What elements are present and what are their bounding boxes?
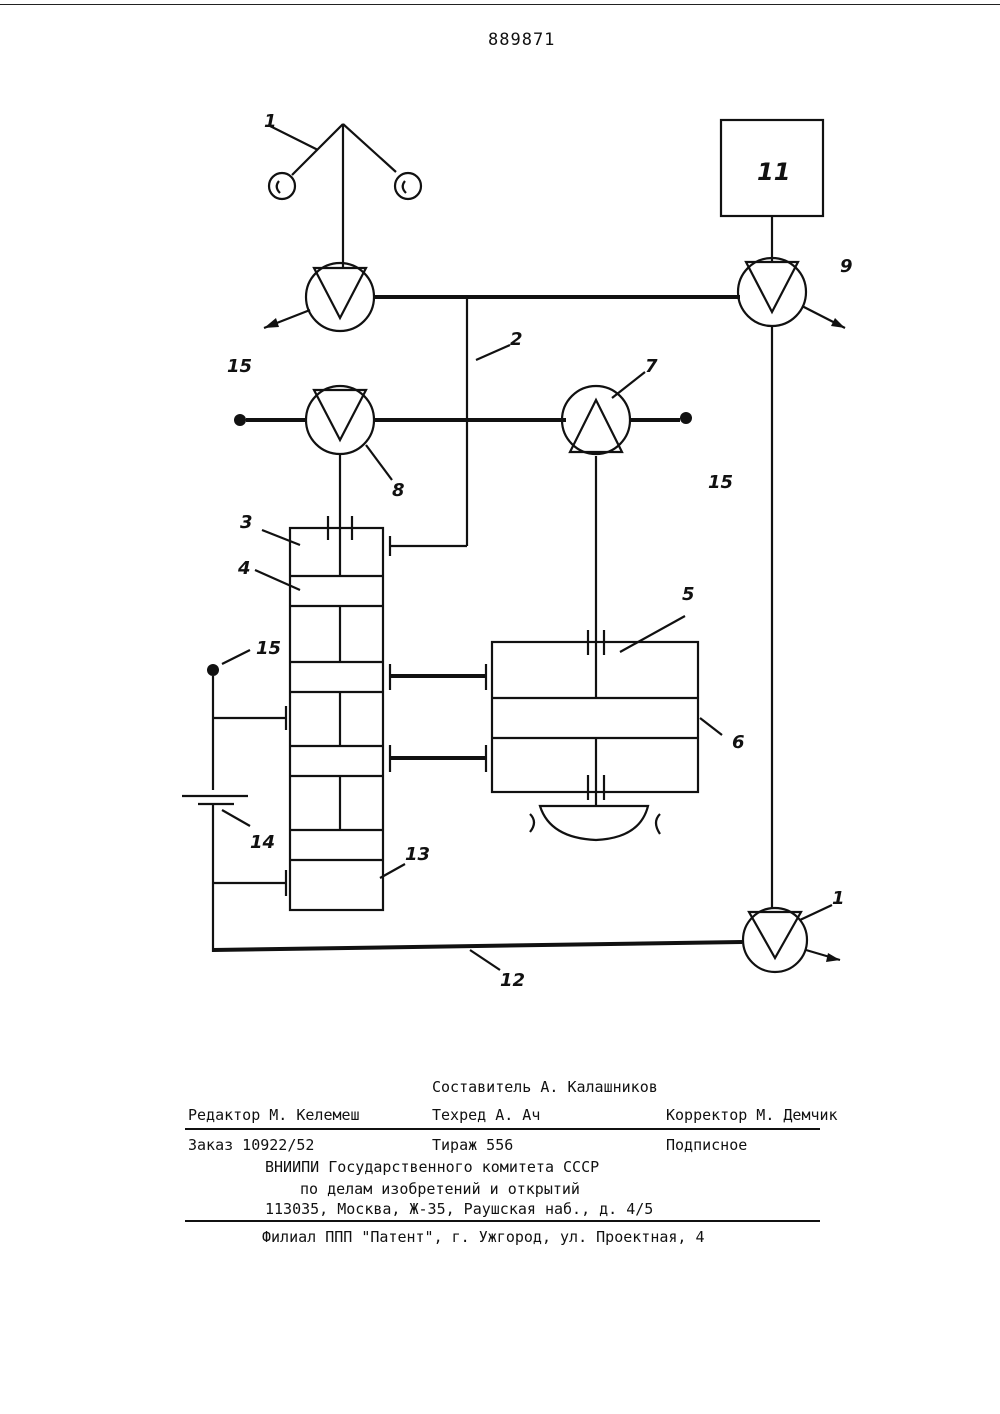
label-1-bottom: 1 <box>832 888 845 909</box>
footer-rule-bottom <box>185 1220 820 1222</box>
valve-8 <box>306 386 374 454</box>
valve-9 <box>738 258 845 328</box>
label-4: 4 <box>237 558 251 579</box>
editor-line: Редактор М. Келемеш <box>188 1106 360 1124</box>
subscription-line: Подписное <box>666 1136 747 1154</box>
valve-7 <box>562 386 630 454</box>
label-1-top: 1 <box>264 111 277 132</box>
org-line-3: 113035, Москва, Ж-35, Раушская наб., д. … <box>265 1200 653 1218</box>
compiler-line: Составитель А. Калашников <box>432 1078 658 1096</box>
label-13: 13 <box>405 844 430 865</box>
sensor-1-symbol <box>268 124 421 268</box>
label-15-left: 15 <box>227 356 252 377</box>
org-line-1: ВНИИПИ Государственного комитета СССР <box>265 1158 599 1176</box>
terminal-15-bottom <box>207 664 219 676</box>
label-15-bottom: 15 <box>256 638 281 659</box>
label-7: 7 <box>645 356 658 377</box>
label-8: 8 <box>392 480 405 501</box>
terminal-15-right <box>680 412 692 424</box>
stacked-cylinder-block <box>290 528 383 910</box>
footer-rule-top <box>185 1128 820 1130</box>
schematic-diagram: 1 2 3 4 5 6 7 8 9 11 12 13 14 15 15 15 1 <box>0 0 1000 1060</box>
block-5-6 <box>492 456 698 840</box>
terminal-15-left <box>234 414 246 426</box>
label-3: 3 <box>240 512 253 533</box>
label-2: 2 <box>510 329 523 350</box>
label-9: 9 <box>840 256 853 277</box>
valve-bottom-1 <box>743 905 840 972</box>
label-5: 5 <box>682 584 695 605</box>
label-15-right: 15 <box>708 472 733 493</box>
circulation-line: Тираж 556 <box>432 1136 513 1154</box>
branch-line: Филиал ППП "Патент", г. Ужгород, ул. Про… <box>262 1228 705 1246</box>
label-11: 11 <box>757 158 790 186</box>
corrector-line: Корректор М. Демчик <box>666 1106 838 1124</box>
org-line-2: по делам изобретений и открытий <box>300 1180 580 1198</box>
order-line: Заказ 10922/52 <box>188 1136 314 1154</box>
label-6: 6 <box>732 732 745 753</box>
label-14: 14 <box>250 832 275 853</box>
techred-line: Техред А. Ач <box>432 1106 540 1124</box>
label-12: 12 <box>500 970 525 991</box>
valve-top-left <box>264 263 374 331</box>
